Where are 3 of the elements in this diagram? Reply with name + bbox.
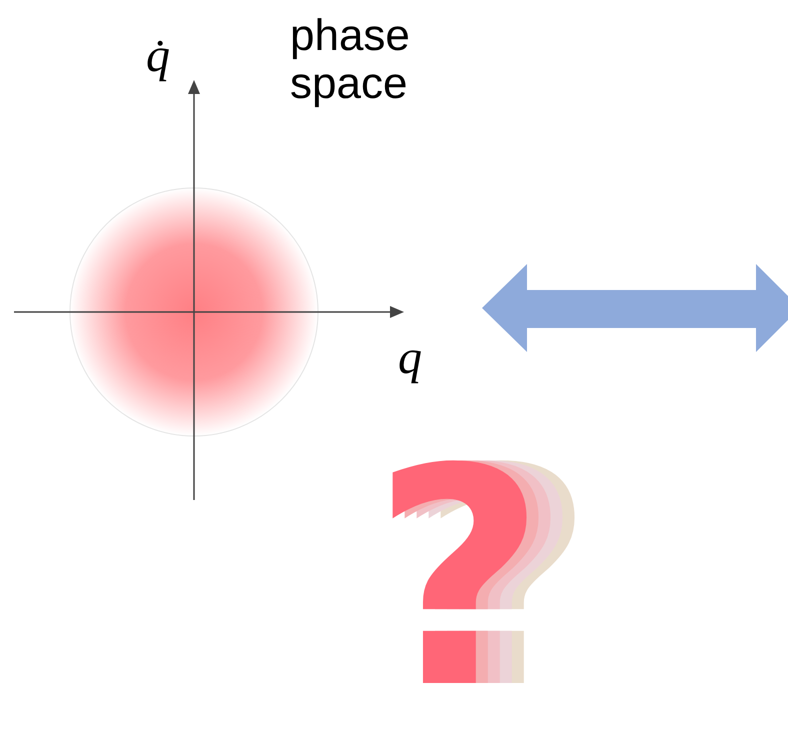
axis-label: q̇ [146, 30, 170, 83]
title-text: phase space [290, 12, 411, 109]
axis-label: q [398, 332, 422, 385]
